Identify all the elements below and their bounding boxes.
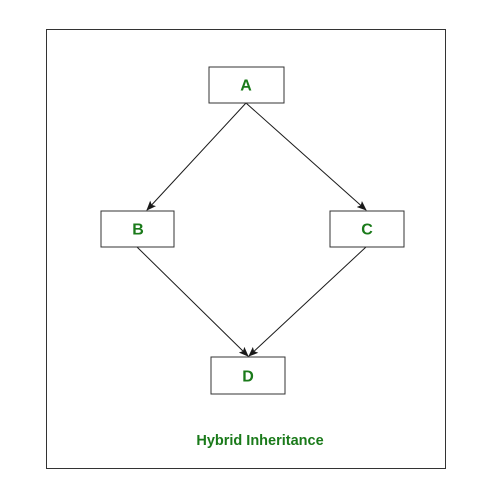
node-d-label: D [242,369,254,386]
edge-b-to-d [136,246,249,357]
node-d: D [210,356,286,395]
edge-c-to-d [248,246,367,357]
edge-a-to-c [245,102,367,211]
node-c: C [329,210,405,248]
node-a: A [208,66,285,104]
node-b-label: B [132,222,144,239]
node-a-label: A [240,78,252,95]
node-b: B [100,210,175,248]
node-c-label: C [361,222,373,239]
edge-a-to-b [146,102,247,211]
diagram-caption: Hybrid Inheritance [196,433,323,449]
diagram-frame [46,29,446,469]
